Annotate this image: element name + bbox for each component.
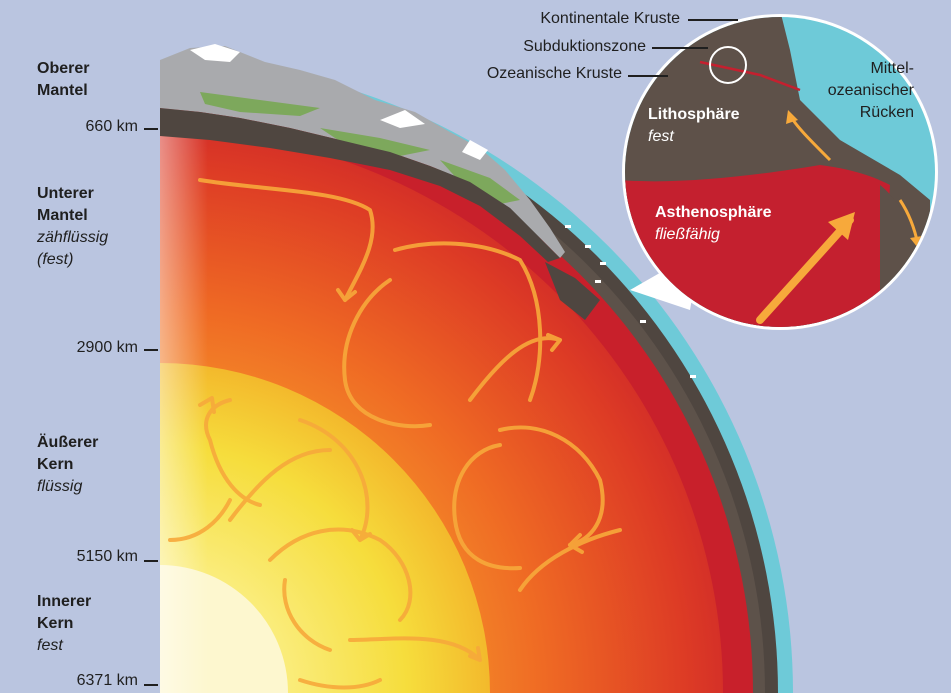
layer-outer-core: Äußerer Kern flüssig [37, 432, 98, 498]
label-oceanic-crust: Ozeanische Kruste [400, 63, 622, 85]
layer-lower-mantle: Unterer Mantel zähflüssig (fest) [37, 183, 108, 271]
section-face [160, 60, 208, 693]
depth-2900-tick [144, 349, 158, 351]
subduction-zone-line [652, 47, 708, 49]
depth-660-tick [144, 128, 158, 130]
depth-5150: 5150 km [50, 546, 138, 568]
label-asthenosphere: Asthenosphäre fließfähig [655, 202, 771, 246]
label-mid-ocean-ridge: Mittel- ozeanischer Rücken [790, 58, 914, 124]
continental-crust-line [688, 19, 738, 21]
depth-5150-tick [144, 560, 158, 562]
depth-6371-tick [144, 684, 158, 686]
depth-2900: 2900 km [50, 337, 138, 359]
label-continental-crust: Kontinentale Kruste [440, 8, 680, 30]
depth-6371: 6371 km [50, 670, 138, 692]
depth-660: 660 km [50, 116, 138, 138]
label-subduction-zone: Subduktionszone [440, 36, 646, 58]
label-lithosphere: Lithosphäre fest [648, 104, 740, 148]
layer-inner-core: Innerer Kern fest [37, 591, 91, 657]
oceanic-crust-line [628, 75, 668, 77]
